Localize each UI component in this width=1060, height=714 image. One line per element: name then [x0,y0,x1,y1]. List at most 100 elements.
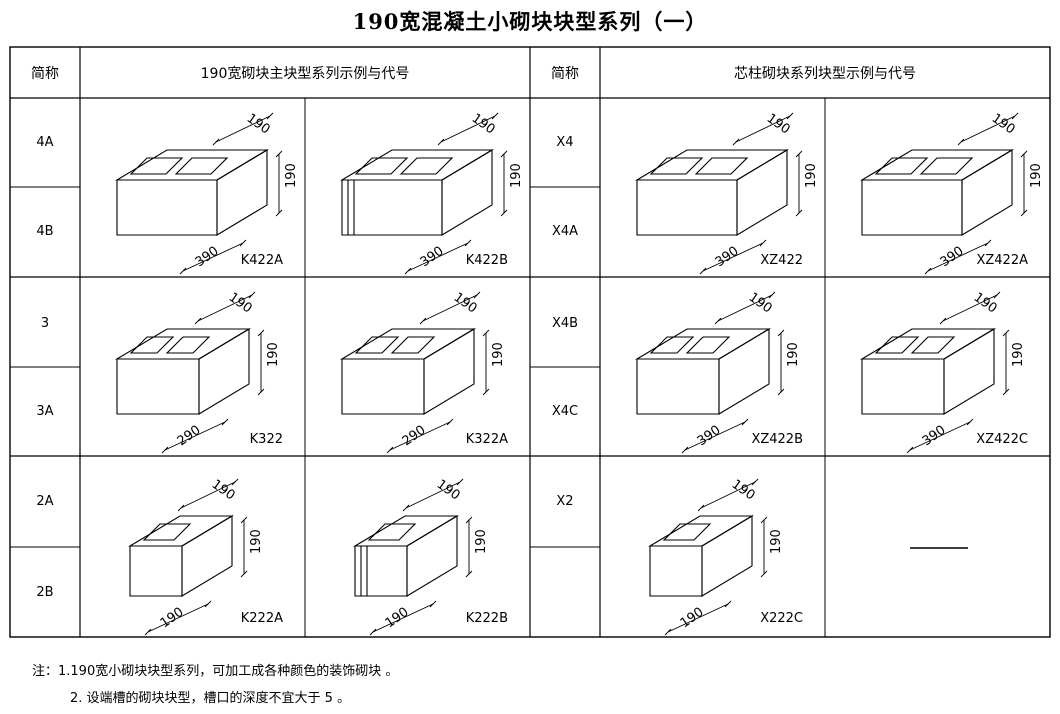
dim-width-0 [215,115,271,143]
dim-length-9-tick-a [369,628,377,636]
dim-width-6-tick-b [768,291,776,299]
dim-length-0-tick-b [239,239,247,247]
dim-height-label: 190 [266,342,281,367]
dim-height-7-tick-a [1002,329,1010,337]
dim-length-label: 190 [678,605,707,632]
dim-length-10 [667,603,729,633]
dim-length-8 [147,603,209,633]
dim-length-5 [389,421,451,451]
dim-height-label: 190 [474,529,489,554]
dim-length-label: 390 [713,244,742,271]
dim-height-7-tick-b [1002,388,1010,396]
dim-height-label: 190 [786,342,801,367]
dim-length-2-tick-a [699,267,707,275]
dim-height-0-tick-b [275,209,283,217]
dim-height-label: 190 [1011,342,1026,367]
dim-height-4-tick-b [257,388,265,396]
dim-width-1-tick-b [491,112,499,120]
dimension-lines [144,112,1028,636]
dim-length-6 [684,421,746,451]
block-k222b [353,515,459,597]
dim-width-label: 190 [434,477,463,504]
dim-height-label: 190 [509,163,524,188]
block-xz422c [860,328,996,415]
block-code: K322A [466,432,508,447]
dim-height-label: 190 [249,529,264,554]
block-code: XZ422C [976,432,1028,447]
dim-width-7 [942,294,998,322]
dim-length-label: 290 [175,423,204,450]
block-code: K422A [241,253,283,268]
dim-length-8-tick-b [204,600,212,608]
dim-width-4-tick-a [194,317,202,325]
dim-length-0-tick-a [179,267,187,275]
dim-length-3-tick-a [924,267,932,275]
block-k422b [340,149,494,236]
dim-width-9 [405,481,461,509]
dim-width-0-tick-b [266,112,274,120]
dim-width-label: 190 [244,111,273,138]
dim-height-3-tick-a [1020,150,1028,158]
dim-length-label: 190 [383,605,412,632]
abbr-left-4: 2A [36,494,53,509]
dim-width-label: 190 [764,111,793,138]
dim-length-3 [927,242,989,272]
block-x222c [648,515,754,597]
dim-height-6-tick-b [777,388,785,396]
dim-width-8 [180,481,236,509]
abbr-left-1: 4B [36,224,53,239]
dim-height-2-tick-b [795,209,803,217]
dim-length-10-tick-a [664,628,672,636]
dim-width-label: 190 [989,111,1018,138]
dim-width-2-tick-b [786,112,794,120]
dim-length-label: 190 [158,605,187,632]
dim-length-8-tick-a [144,628,152,636]
dim-width-10-tick-a [697,504,705,512]
dim-height-9-tick-a [465,516,473,524]
abbr-right-4: X2 [556,494,573,509]
dim-length-3-tick-b [984,239,992,247]
block-drawings [115,149,1014,597]
dim-height-label: 190 [284,163,299,188]
dim-width-2 [735,115,791,143]
dim-length-4-tick-a [161,446,169,454]
dim-width-1 [440,115,496,143]
dim-length-6-tick-b [741,418,749,426]
dim-height-1-tick-a [500,150,508,158]
dim-width-3-tick-a [957,138,965,146]
dim-length-7 [909,421,971,451]
dim-length-9-tick-b [429,600,437,608]
dim-length-4 [164,421,226,451]
dim-length-9 [372,603,434,633]
dim-height-4-tick-a [257,329,265,337]
dim-width-10 [700,481,756,509]
dim-height-8-tick-a [240,516,248,524]
dim-width-label: 190 [209,477,238,504]
dim-length-1-tick-a [404,267,412,275]
dim-width-6-tick-a [714,317,722,325]
dim-length-7-tick-b [966,418,974,426]
dim-height-5-tick-b [482,388,490,396]
dim-width-0-tick-a [212,138,220,146]
dim-width-4-tick-b [248,291,256,299]
dim-width-7-tick-b [993,291,1001,299]
dim-length-6-tick-a [681,446,689,454]
page-title: 190宽混凝土小砌块块型系列（一） [352,9,708,34]
dim-height-1-tick-b [500,209,508,217]
dim-height-6-tick-a [777,329,785,337]
dim-height-8-tick-b [240,570,248,578]
block-k322a [340,328,476,415]
header-core-title: 芯柱砌块系列块型示例与代号 [734,66,916,82]
dim-width-8-tick-a [177,504,185,512]
abbr-left-2: 3 [41,316,49,331]
dim-height-label: 190 [491,342,506,367]
dim-width-8-tick-b [231,478,239,486]
block-code: XZ422A [976,253,1028,268]
dim-width-9-tick-b [456,478,464,486]
block-xz422a [860,149,1014,236]
dim-length-1 [407,242,469,272]
dim-width-3-tick-b [1011,112,1019,120]
abbr-right-3: X4C [552,404,578,419]
dim-height-9-tick-b [465,570,473,578]
dim-length-2 [702,242,764,272]
